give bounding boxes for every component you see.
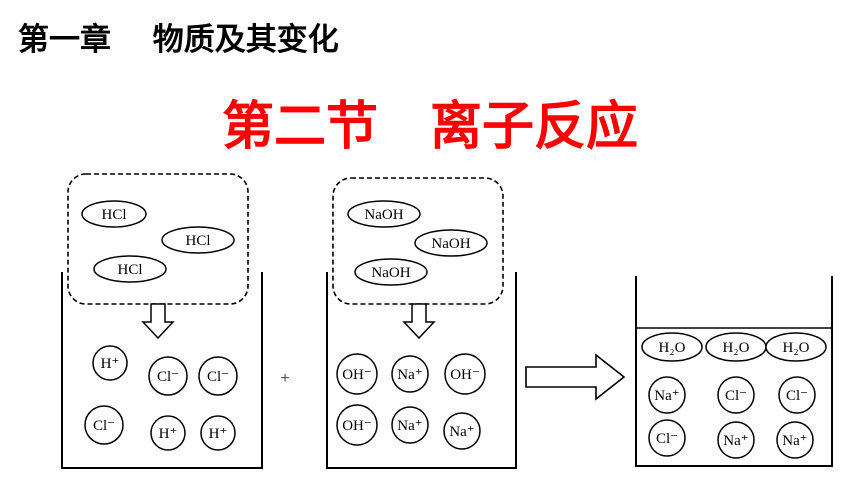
ion-na: Na⁺ [648, 376, 686, 414]
ion-label: OH⁻ [450, 367, 480, 383]
ion-cl: Cl⁻ [717, 376, 755, 414]
molecule-hcl: HCl [161, 226, 235, 254]
beaker-hcl: HCl HCl HCl H⁺ Cl⁻ Cl⁻ Cl⁻ [61, 173, 263, 469]
ion-label: Na⁺ [723, 433, 748, 449]
ion-label: Na⁺ [397, 418, 422, 434]
molecule-label: H₂O [783, 340, 810, 356]
ion-cl: Cl⁻ [84, 405, 124, 445]
ion-cl: Cl⁻ [198, 356, 238, 396]
ion-na: Na⁺ [391, 355, 429, 393]
ion-h: H⁺ [200, 415, 236, 451]
molecule-label: NaOH [364, 207, 403, 223]
ion-label: H⁺ [101, 356, 120, 372]
ion-label: Cl⁻ [786, 388, 808, 404]
molecule-label: HCl [117, 262, 142, 278]
molecule-water: H₂O [765, 332, 827, 362]
molecule-naoh: NaOH [347, 200, 421, 228]
ion-oh: OH⁻ [444, 353, 486, 395]
ion-label: OH⁻ [342, 418, 372, 434]
molecule-label: H₂O [723, 340, 750, 356]
beaker-naoh: NaOH NaOH NaOH OH⁻ Na⁺ OH⁻ OH⁻ [326, 177, 517, 469]
molecule-naoh: NaOH [354, 258, 428, 286]
ion-label: Na⁺ [782, 433, 807, 449]
molecule-label: NaOH [431, 236, 470, 252]
molecule-hcl: HCl [81, 200, 147, 228]
molecule-label: NaOH [371, 265, 410, 281]
chapter-title: 第一章 物质及其变化 [18, 22, 339, 58]
ion-oh: OH⁻ [336, 404, 378, 446]
plus-sign: + [280, 370, 289, 387]
ion-na: Na⁺ [391, 406, 429, 444]
down-arrow-icon [141, 303, 175, 340]
ion-label: Na⁺ [397, 367, 422, 383]
molecule-water: H₂O [705, 332, 767, 362]
ion-na: Na⁺ [717, 421, 755, 459]
ion-oh: OH⁻ [336, 353, 378, 395]
ion-h: H⁺ [92, 345, 128, 381]
ion-label: Na⁺ [654, 388, 679, 404]
ion-na: Na⁺ [776, 421, 814, 459]
ion-label: Cl⁻ [207, 369, 229, 385]
ion-label: Cl⁻ [157, 369, 179, 385]
section-title: 第二节 离子反应 [221, 97, 638, 157]
molecule-label: H₂O [659, 340, 686, 356]
molecule-naoh: NaOH [414, 229, 488, 257]
molecule-label: HCl [101, 207, 126, 223]
ion-cl: Cl⁻ [648, 419, 686, 457]
beaker-product: H₂O H₂O H₂O Na⁺ Cl⁻ Cl⁻ Cl⁻ Na⁺ [635, 276, 833, 467]
molecule-water: H₂O [641, 332, 703, 362]
ion-label: OH⁻ [342, 367, 372, 383]
molecule-hcl: HCl [93, 255, 167, 283]
ion-label: Cl⁻ [725, 388, 747, 404]
ion-label: Na⁺ [449, 424, 474, 440]
ion-label: Cl⁻ [656, 431, 678, 447]
ion-h: H⁺ [150, 415, 186, 451]
ion-cl: Cl⁻ [778, 376, 816, 414]
ion-cl: Cl⁻ [148, 356, 188, 396]
reaction-arrow-icon [525, 353, 626, 401]
ion-label: Cl⁻ [93, 418, 115, 434]
ion-na: Na⁺ [443, 412, 481, 450]
down-arrow-icon [402, 303, 436, 340]
ion-label: H⁺ [209, 426, 228, 442]
ion-label: H⁺ [159, 426, 178, 442]
molecule-label: HCl [185, 233, 210, 249]
